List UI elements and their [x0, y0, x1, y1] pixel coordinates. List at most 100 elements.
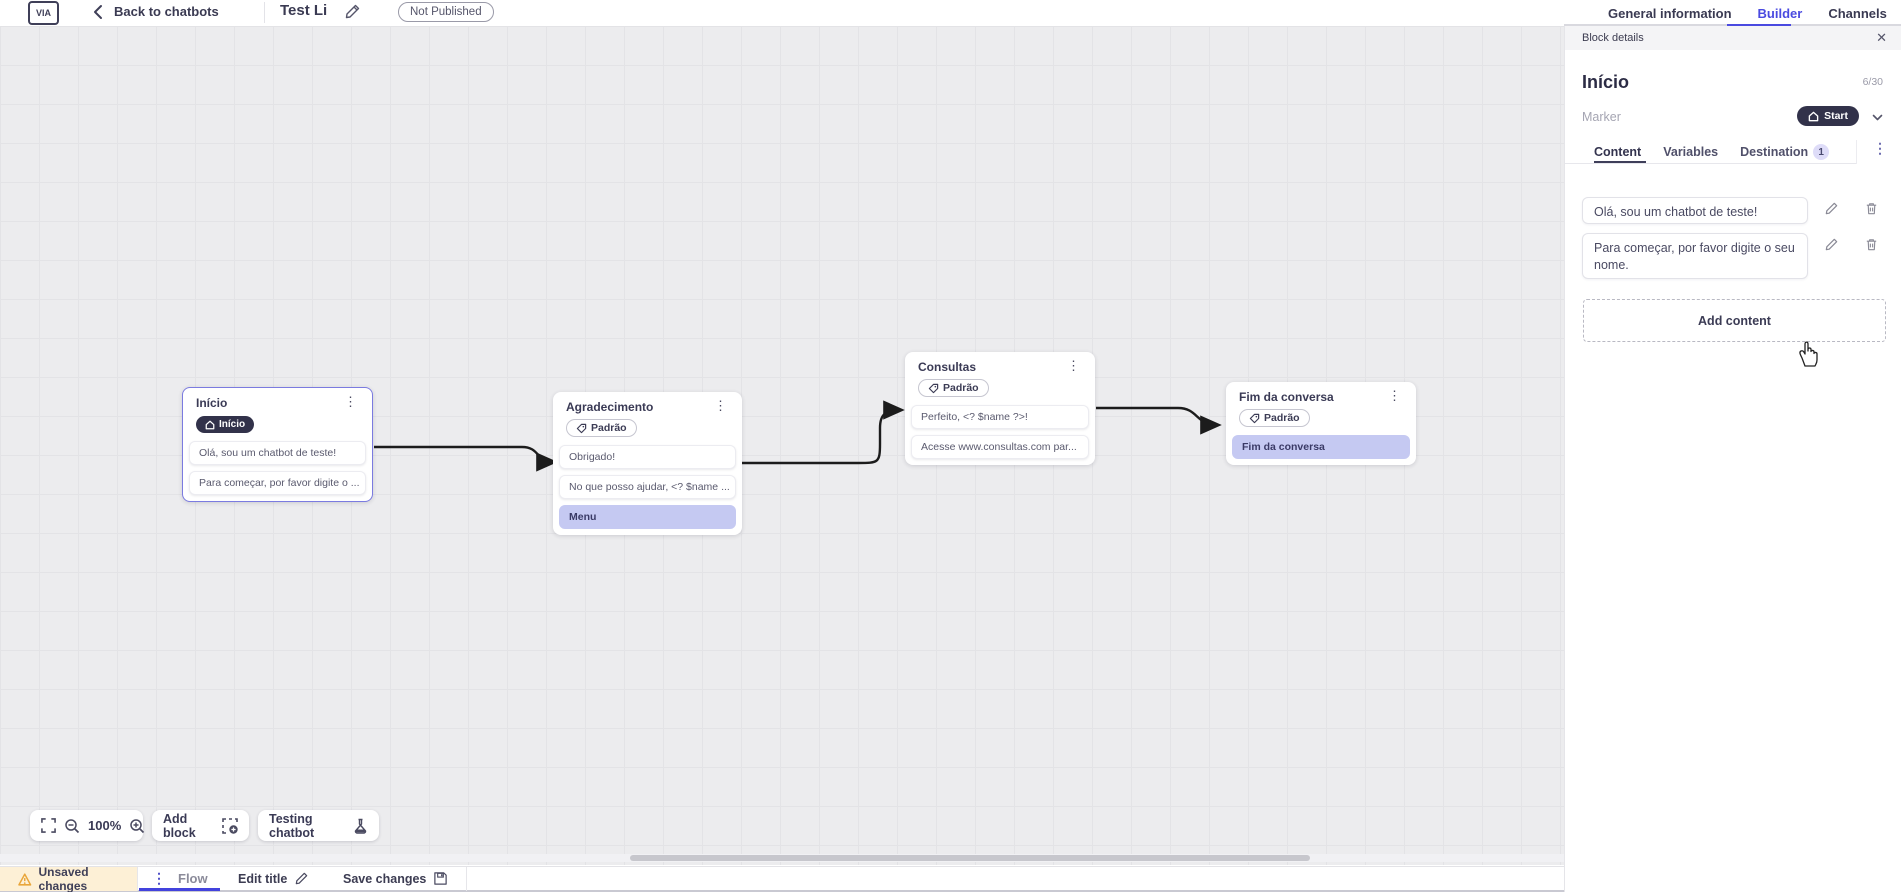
- edge-consultas-fim: [1096, 406, 1222, 435]
- flow-block-fim[interactable]: Fim da conversa ⋮ Padrão Fim da conversa: [1226, 382, 1416, 465]
- block-menu-icon[interactable]: ⋮: [1067, 358, 1080, 373]
- tag-icon: [576, 423, 587, 433]
- panel-tabs-separator: [1856, 140, 1857, 164]
- badge-label: Início: [219, 419, 246, 430]
- back-to-chatbots-link[interactable]: Back to chatbots: [114, 4, 219, 19]
- app-logo-icon[interactable]: VIA: [28, 1, 59, 25]
- marker-select[interactable]: Start: [1797, 106, 1859, 126]
- delete-content-icon[interactable]: [1864, 201, 1880, 217]
- panel-header: Block details ✕: [1565, 26, 1901, 50]
- top-tab-bar: General information Builder Channels: [1564, 0, 1901, 26]
- edge-inicio-agradecimento: [374, 445, 558, 472]
- tab-destination-label: Destination: [1740, 145, 1809, 159]
- flow-canvas[interactable]: Início ⋮ Início Olá, sou um chatbot de t…: [0, 26, 1564, 865]
- fit-screen-icon[interactable]: [41, 817, 56, 834]
- panel-menu-icon[interactable]: ⋮: [1873, 140, 1887, 156]
- top-bar: VIA Back to chatbots Test Li Not Publish…: [0, 0, 1901, 26]
- flow-menu-icon[interactable]: ⋮: [152, 870, 166, 886]
- content-text-field[interactable]: Para começar, por favor digite o seu nom…: [1582, 233, 1808, 279]
- flow-block-consultas[interactable]: Consultas ⋮ Padrão Perfeito, <? $name ?>…: [905, 352, 1095, 465]
- canvas-hscrollbar-thumb[interactable]: [630, 855, 1310, 861]
- close-icon[interactable]: ✕: [1876, 30, 1887, 45]
- menu-card[interactable]: Menu: [559, 505, 736, 529]
- content-text-field[interactable]: Olá, sou um chatbot de teste!: [1582, 197, 1808, 224]
- warning-icon: [18, 872, 32, 886]
- add-block-icon: [222, 817, 238, 834]
- flask-icon: [353, 818, 368, 834]
- bottom-bar: Unsaved changes ⋮ Flow Edit title Save c…: [0, 865, 1564, 892]
- message-card[interactable]: No que posso ajudar, <? $name ...: [559, 475, 736, 499]
- flow-tab-indicator: [139, 888, 220, 891]
- tag-label: Padrão: [591, 422, 627, 434]
- flow-block-agradecimento[interactable]: Agradecimento ⋮ Padrão Obrigado! No que …: [553, 392, 742, 535]
- message-card[interactable]: Perfeito, <? $name ?>!: [911, 405, 1089, 429]
- tab-flow[interactable]: Flow: [178, 871, 208, 886]
- zoom-in-icon[interactable]: [129, 818, 145, 834]
- save-changes-button[interactable]: Save changes: [343, 871, 448, 886]
- edit-title-pencil-icon[interactable]: [344, 3, 362, 21]
- zoom-out-icon[interactable]: [64, 818, 80, 834]
- padrao-tag-pill: Padrão: [566, 419, 637, 437]
- block-head: Consultas ⋮: [911, 358, 1089, 374]
- block-name-field[interactable]: Início: [1582, 72, 1630, 92]
- unsaved-changes-badge: Unsaved changes: [0, 865, 137, 892]
- add-block-label: Add block: [163, 811, 196, 840]
- edit-title-label: Edit title: [238, 871, 288, 886]
- add-block-button[interactable]: Add block: [152, 810, 249, 841]
- zoom-toolbar: 100%: [30, 810, 145, 841]
- chatbot-title: Test Li: [280, 2, 328, 19]
- padrao-tag-pill: Padrão: [1239, 409, 1310, 427]
- message-card[interactable]: Acesse www.consultas.com par...: [911, 435, 1089, 459]
- topbar-divider: [264, 2, 265, 23]
- tab-channels[interactable]: Channels: [1828, 5, 1887, 21]
- chevron-down-icon[interactable]: [1871, 111, 1885, 125]
- tag-label: Padrão: [943, 382, 979, 394]
- testing-chatbot-button[interactable]: Testing chatbot: [258, 810, 379, 841]
- tab-variables[interactable]: Variables: [1663, 145, 1719, 159]
- message-card[interactable]: Obrigado!: [559, 445, 736, 469]
- status-badge-label: Not Published: [410, 6, 482, 18]
- edit-content-icon[interactable]: [1824, 201, 1840, 217]
- block-head: Início ⋮: [189, 394, 366, 410]
- message-card[interactable]: Para começar, por favor digite o ...: [189, 471, 366, 495]
- padrao-tag-pill: Padrão: [918, 379, 989, 397]
- delete-content-icon[interactable]: [1864, 237, 1880, 253]
- tab-content[interactable]: Content: [1594, 145, 1642, 159]
- block-title: Início: [196, 396, 228, 410]
- block-title: Consultas: [918, 360, 977, 374]
- panel-tab-bar: Content Variables Destination 1: [1565, 140, 1901, 164]
- end-card[interactable]: Fim da conversa: [1232, 435, 1410, 459]
- add-content-button[interactable]: Add content: [1583, 299, 1886, 342]
- panel-header-label: Block details: [1582, 32, 1644, 44]
- tag-label: Padrão: [1264, 412, 1300, 424]
- logo-text: VIA: [35, 8, 51, 18]
- char-counter: 6/30: [1862, 76, 1883, 88]
- status-badge: Not Published: [398, 2, 494, 22]
- pencil-icon: [294, 871, 309, 886]
- home-icon: [1808, 111, 1819, 121]
- zoom-level: 100%: [88, 818, 122, 833]
- block-menu-icon[interactable]: ⋮: [714, 398, 727, 413]
- edge-agradecimento-consultas: [742, 400, 905, 465]
- unsaved-changes-label: Unsaved changes: [38, 865, 89, 892]
- edit-title-button[interactable]: Edit title: [238, 871, 309, 886]
- message-card[interactable]: Olá, sou um chatbot de teste!: [189, 441, 366, 465]
- block-menu-icon[interactable]: ⋮: [1388, 388, 1401, 403]
- marker-label: Marker: [1582, 110, 1621, 124]
- testing-chatbot-label: Testing chatbot: [269, 811, 315, 840]
- content-tab-indicator: [1594, 161, 1646, 163]
- tab-general-information[interactable]: General information: [1608, 5, 1732, 21]
- edit-content-icon[interactable]: [1824, 237, 1840, 253]
- chevron-left-icon[interactable]: [92, 3, 104, 21]
- block-menu-icon[interactable]: ⋮: [344, 394, 357, 409]
- tab-builder[interactable]: Builder: [1757, 5, 1803, 21]
- bottombar-divider: [137, 867, 138, 891]
- builder-tab-indicator: [1727, 24, 1791, 26]
- tab-destination[interactable]: Destination 1: [1740, 144, 1830, 160]
- home-icon: [205, 420, 215, 429]
- flow-block-inicio[interactable]: Início ⋮ Início Olá, sou um chatbot de t…: [182, 387, 373, 502]
- start-marker-badge: Início: [196, 416, 255, 433]
- panel-tabs-divider: [1565, 163, 1856, 164]
- save-changes-label: Save changes: [343, 871, 427, 886]
- tag-icon: [1249, 413, 1260, 423]
